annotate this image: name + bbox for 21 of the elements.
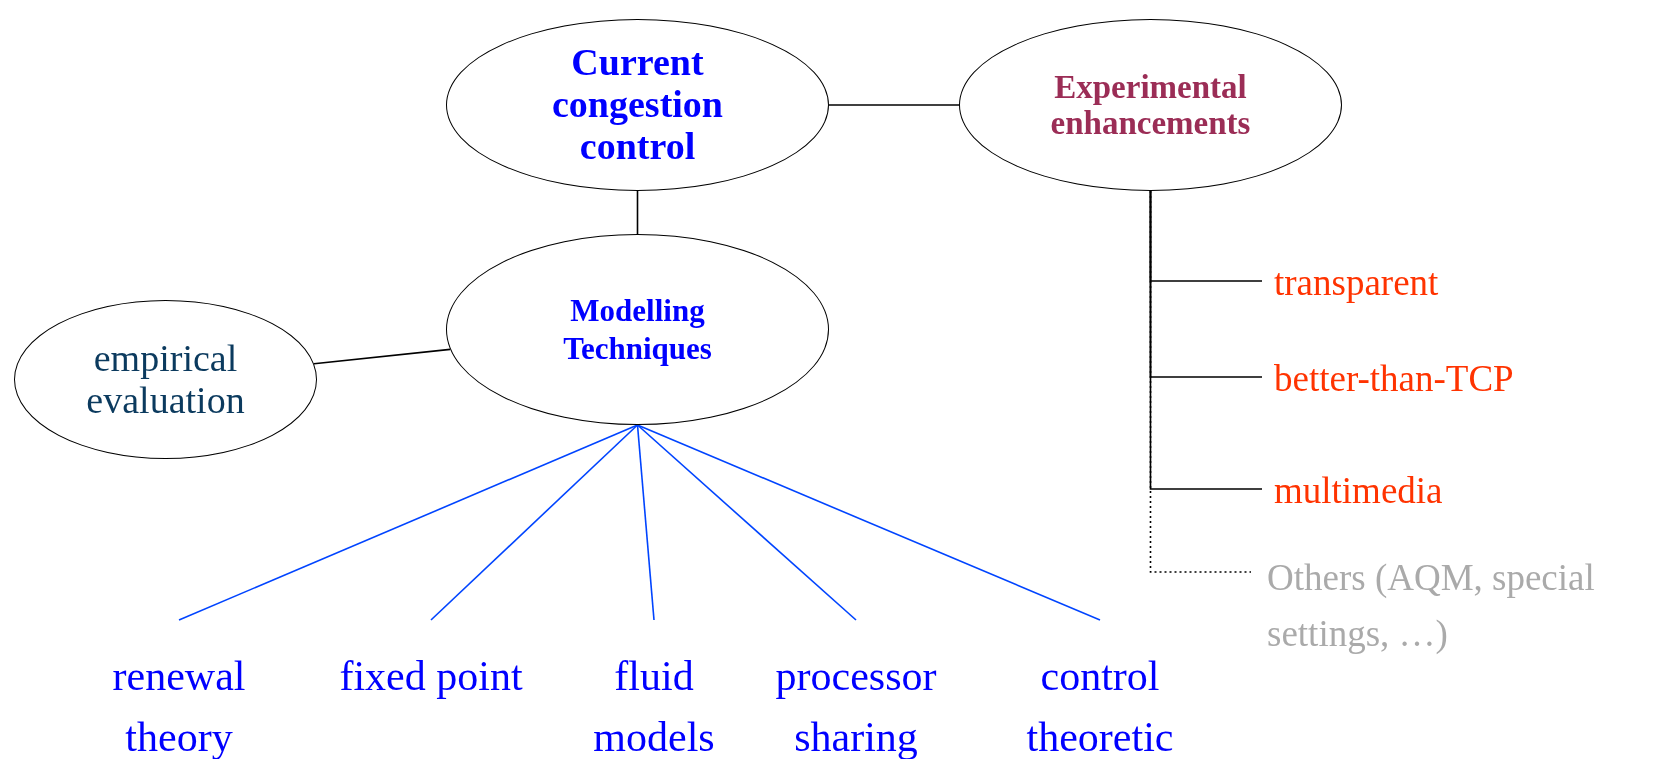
connector-line bbox=[828, 104, 960, 106]
connector-line bbox=[1149, 190, 1252, 573]
topic-label: fluid models bbox=[559, 620, 749, 759]
connector-line bbox=[313, 348, 451, 365]
topic-label: better-than-TCP bbox=[1262, 351, 1602, 403]
topic-label: Others (AQM, special settings, …) bbox=[1251, 550, 1663, 660]
connector-line bbox=[636, 424, 1101, 621]
connector-line bbox=[636, 190, 639, 235]
ellipse-node: empirical evaluation bbox=[14, 300, 317, 459]
connector-line bbox=[636, 424, 857, 621]
connector-line bbox=[430, 424, 639, 621]
ellipse-node: Experimental enhancements bbox=[959, 19, 1342, 191]
ellipse-node: Current congestion control bbox=[446, 19, 829, 191]
topic-label: fixed point bbox=[336, 620, 526, 759]
connector-line bbox=[1149, 190, 1263, 490]
topic-label: control theoretic bbox=[990, 620, 1210, 759]
topic-label: transparent bbox=[1262, 255, 1562, 307]
topic-label: multimedia bbox=[1262, 463, 1562, 515]
connector-line bbox=[636, 424, 655, 621]
connector-line bbox=[178, 424, 639, 621]
ellipse-node: Modelling Techniques bbox=[446, 234, 829, 425]
